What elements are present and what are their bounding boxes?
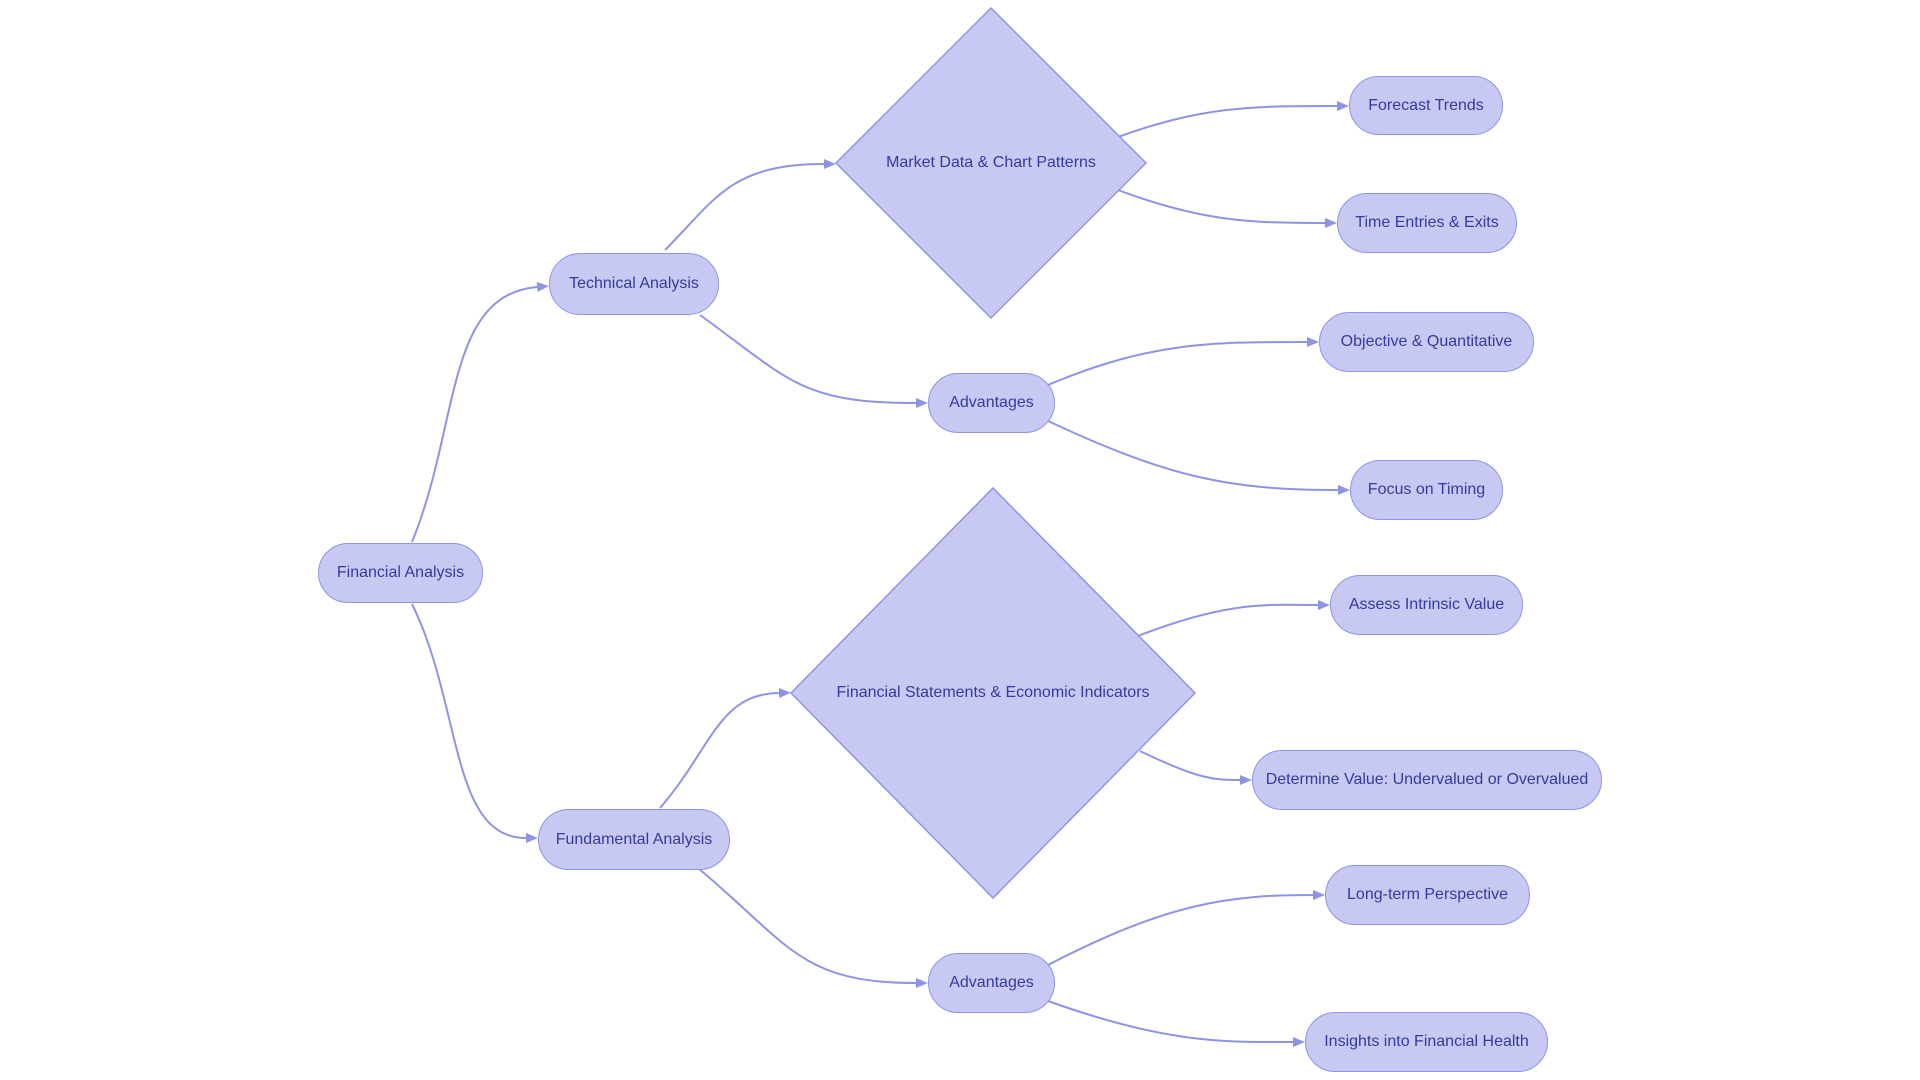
node-focus-on-timing: Focus on Timing xyxy=(1350,460,1503,520)
node-label: Forecast Trends xyxy=(1368,96,1484,114)
node-label: Technical Analysis xyxy=(569,275,699,292)
node-label: Time Entries & Exits xyxy=(1355,214,1499,231)
edge-financial-to-technical xyxy=(411,282,549,543)
node-label: Fundamental Analysis xyxy=(555,830,713,848)
edge-marketdata-to-timeentries xyxy=(1109,186,1337,228)
edge-statements-to-determine xyxy=(1139,750,1252,785)
node-financial-analysis: Financial Analysis xyxy=(318,543,483,603)
node-time-entries-exits: Time Entries & Exits xyxy=(1337,193,1517,253)
edge-statements-to-assess xyxy=(1137,600,1330,637)
node-technical-analysis: Technical Analysis xyxy=(549,253,719,315)
node-forecast-trends: Forecast Trends xyxy=(1349,76,1503,135)
node-label: Advantages xyxy=(949,394,1034,411)
node-label: Advantages xyxy=(949,974,1034,991)
node-financial-statements-diamond xyxy=(789,486,1197,900)
edge-advantages2-to-longterm xyxy=(1047,890,1325,966)
node-assess-intrinsic-value: Assess Intrinsic Value xyxy=(1330,575,1523,635)
edge-marketdata-to-forecast xyxy=(1109,101,1349,141)
edge-advantages-to-focus xyxy=(1047,420,1350,495)
node-long-term-perspective: Long-term Perspective xyxy=(1325,865,1530,925)
edge-advantages-to-objective xyxy=(1047,337,1319,386)
node-label: Focus on Timing xyxy=(1367,481,1486,498)
edge-financial-to-fundamental xyxy=(411,603,538,843)
node-label: Insights into Financial Health xyxy=(1324,1033,1529,1050)
node-market-data-diamond xyxy=(834,6,1148,320)
node-objective-quantitative: Objective & Quantitative xyxy=(1319,312,1534,372)
node-advantages-technical: Advantages xyxy=(928,373,1055,433)
edge-technical-to-marketdata xyxy=(664,159,836,251)
node-label: Long-term Perspective xyxy=(1347,886,1508,903)
edge-fundamental-to-advantages xyxy=(697,867,928,988)
node-determine-value: Determine Value: Undervalued or Overvalu… xyxy=(1252,750,1602,810)
node-advantages-fundamental: Advantages xyxy=(928,953,1055,1013)
edge-technical-to-advantages xyxy=(699,314,928,408)
node-label: Objective & Quantitative xyxy=(1340,333,1513,350)
node-insights-financial-health: Insights into Financial Health xyxy=(1305,1012,1548,1072)
node-label: Financial Analysis xyxy=(336,564,465,581)
node-label: Assess Intrinsic Value xyxy=(1348,596,1505,613)
node-fundamental-analysis: Fundamental Analysis xyxy=(538,809,730,870)
node-label: Determine Value: Undervalued or Overvalu… xyxy=(1265,771,1589,788)
edge-advantages2-to-insights xyxy=(1047,1000,1305,1047)
edge-fundamental-to-statements xyxy=(659,688,791,809)
